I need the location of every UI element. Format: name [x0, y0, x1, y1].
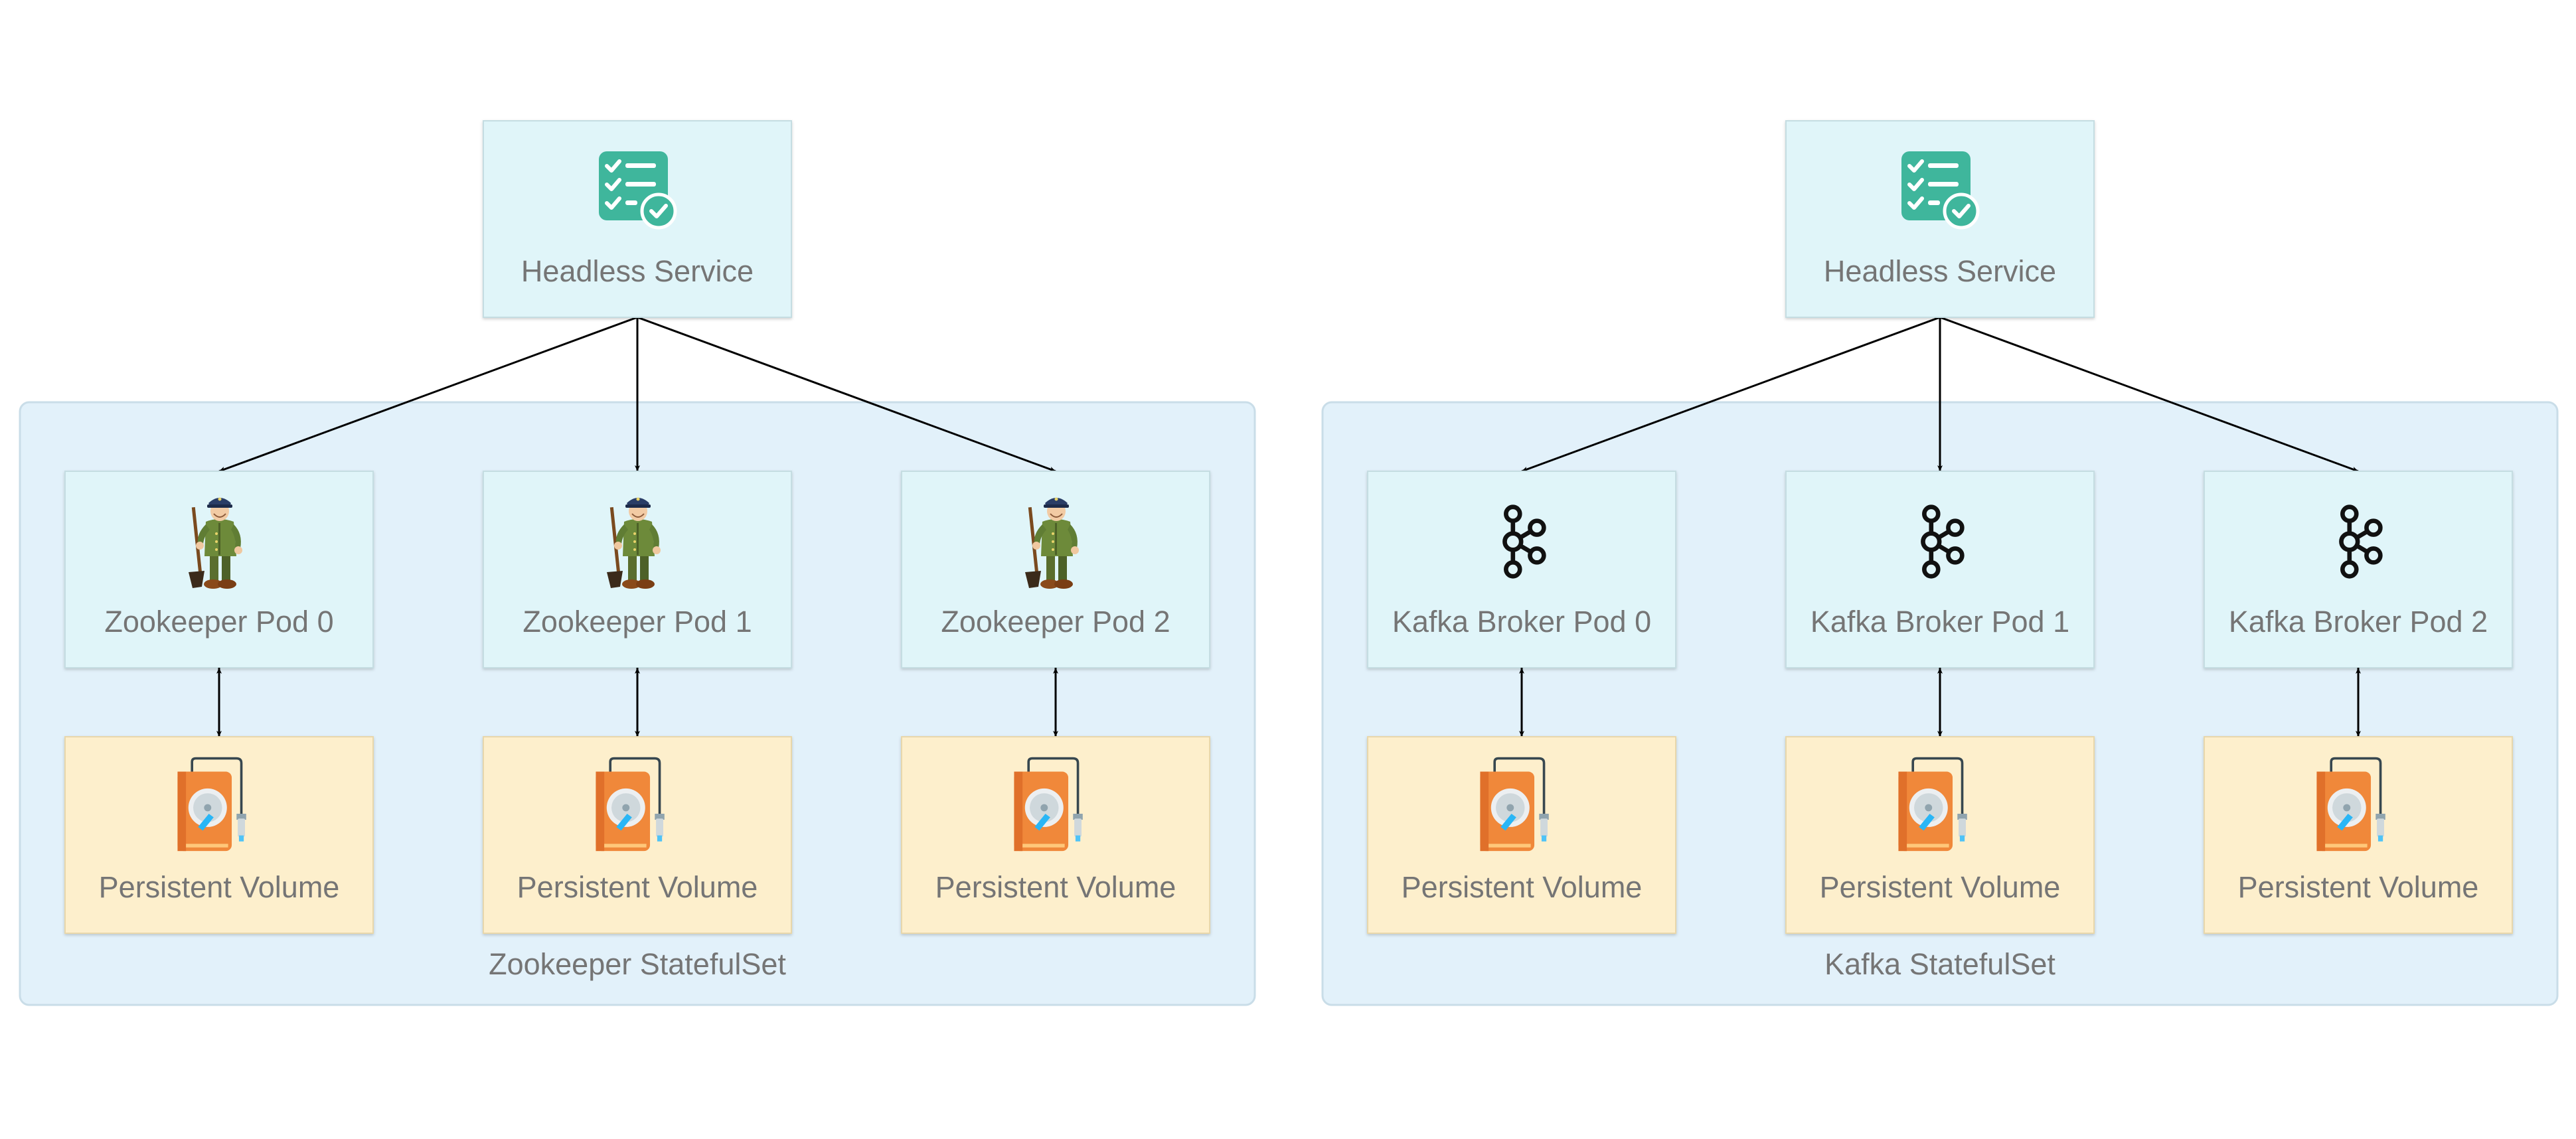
volume-label: Persistent Volume [99, 870, 340, 904]
zookeeper-volume-1: Persistent Volume [483, 736, 792, 934]
arrow-zk-service-pod0 [218, 316, 638, 473]
kafka-broker-pod-1: Kafka Broker Pod 1 [1785, 471, 2095, 668]
pod-label: Kafka Broker Pod 0 [1392, 605, 1651, 639]
volume-label: Persistent Volume [1820, 870, 2061, 904]
kafka-group-label: Kafka StatefulSet [1824, 947, 2055, 981]
volume-label: Persistent Volume [2238, 870, 2479, 904]
kafka-headless-service: Headless Service [1785, 120, 2095, 318]
volume-label: Persistent Volume [935, 870, 1176, 904]
pod-label: Zookeeper Pod 2 [941, 605, 1170, 639]
zookeeper-volume-0: Persistent Volume [64, 736, 374, 934]
zookeeper-pod-1: Zookeeper Pod 1 [483, 471, 792, 668]
volume-label: Persistent Volume [1402, 870, 1643, 904]
kafka-broker-pod-0: Kafka Broker Pod 0 [1367, 471, 1676, 668]
pod-label: Zookeeper Pod 0 [104, 605, 333, 639]
kafka-volume-0: Persistent Volume [1367, 736, 1676, 934]
arrow-kafka-service-pod2 [1939, 316, 2359, 473]
service-label: Headless Service [521, 254, 754, 288]
pod-label: Kafka Broker Pod 1 [1811, 605, 2069, 639]
arrow-zk-service-pod2 [637, 316, 1056, 473]
kafka-volume-1: Persistent Volume [1785, 736, 2095, 934]
kafka-broker-pod-2: Kafka Broker Pod 2 [2204, 471, 2513, 668]
zookeeper-volume-2: Persistent Volume [901, 736, 1210, 934]
service-label: Headless Service [1824, 254, 2056, 288]
kafka-volume-2: Persistent Volume [2204, 736, 2513, 934]
pod-label: Kafka Broker Pod 2 [2229, 605, 2488, 639]
arrow-kafka-service-pod0 [1521, 316, 1941, 473]
checklist-icon [1901, 151, 1978, 228]
pod-label: Zookeeper Pod 1 [523, 605, 752, 639]
zookeeper-headless-service: Headless Service [483, 120, 792, 318]
zookeeper-group-label: Zookeeper StatefulSet [489, 947, 786, 981]
zookeeper-pod-0: Zookeeper Pod 0 [64, 471, 374, 668]
zookeeper-pod-2: Zookeeper Pod 2 [901, 471, 1210, 668]
checklist-icon [599, 151, 675, 228]
volume-label: Persistent Volume [517, 870, 758, 904]
